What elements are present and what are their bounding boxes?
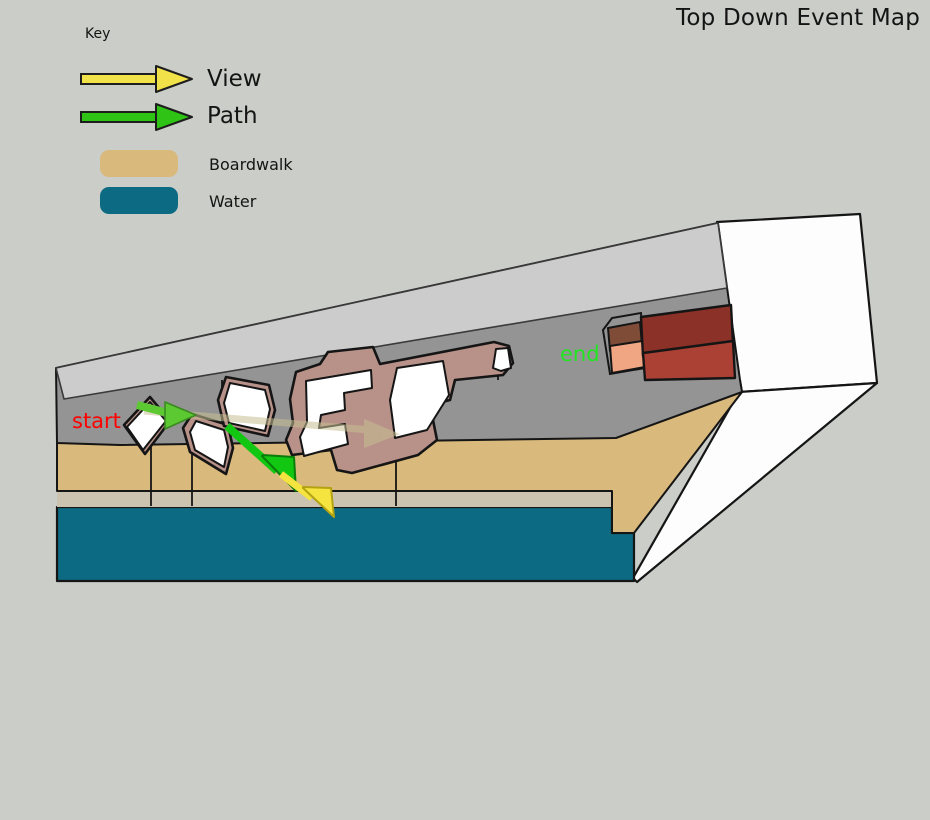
map-label-start: start [72,409,121,433]
building-complex-center [284,340,515,475]
path-arrow-segment-2 [224,423,297,492]
key-label-boardwalk: Boardwalk [209,155,293,174]
key-path-arrow-icon [80,103,193,131]
key-label-water: Water [209,192,257,211]
map-key: Key View Path Boardwalk Water [0,0,400,240]
view-arrow-faded [143,407,400,448]
plaza-area [631,212,879,584]
building-small-2 [181,412,235,476]
building-red-complex [601,303,737,382]
key-label-view: View [207,66,262,92]
key-view-arrow-icon [80,65,193,93]
page-title: Top Down Event Map [676,5,920,31]
view-arrow-main [278,471,335,518]
water-area [55,505,636,583]
key-label-path: Path [207,103,258,129]
boardwalk-edge-strip [57,491,612,507]
road-area [55,222,743,446]
sidewalk-band [55,222,728,400]
building-small-left [122,395,172,456]
map-label-end: end [560,342,600,366]
building-small-3 [216,375,277,438]
boardwalk-area [56,367,743,534]
key-swatch-boardwalk [100,150,178,177]
pole-lines [150,348,499,506]
key-heading: Key [85,26,111,42]
key-swatch-water [100,187,178,214]
path-arrow-segment-1 [136,401,197,430]
